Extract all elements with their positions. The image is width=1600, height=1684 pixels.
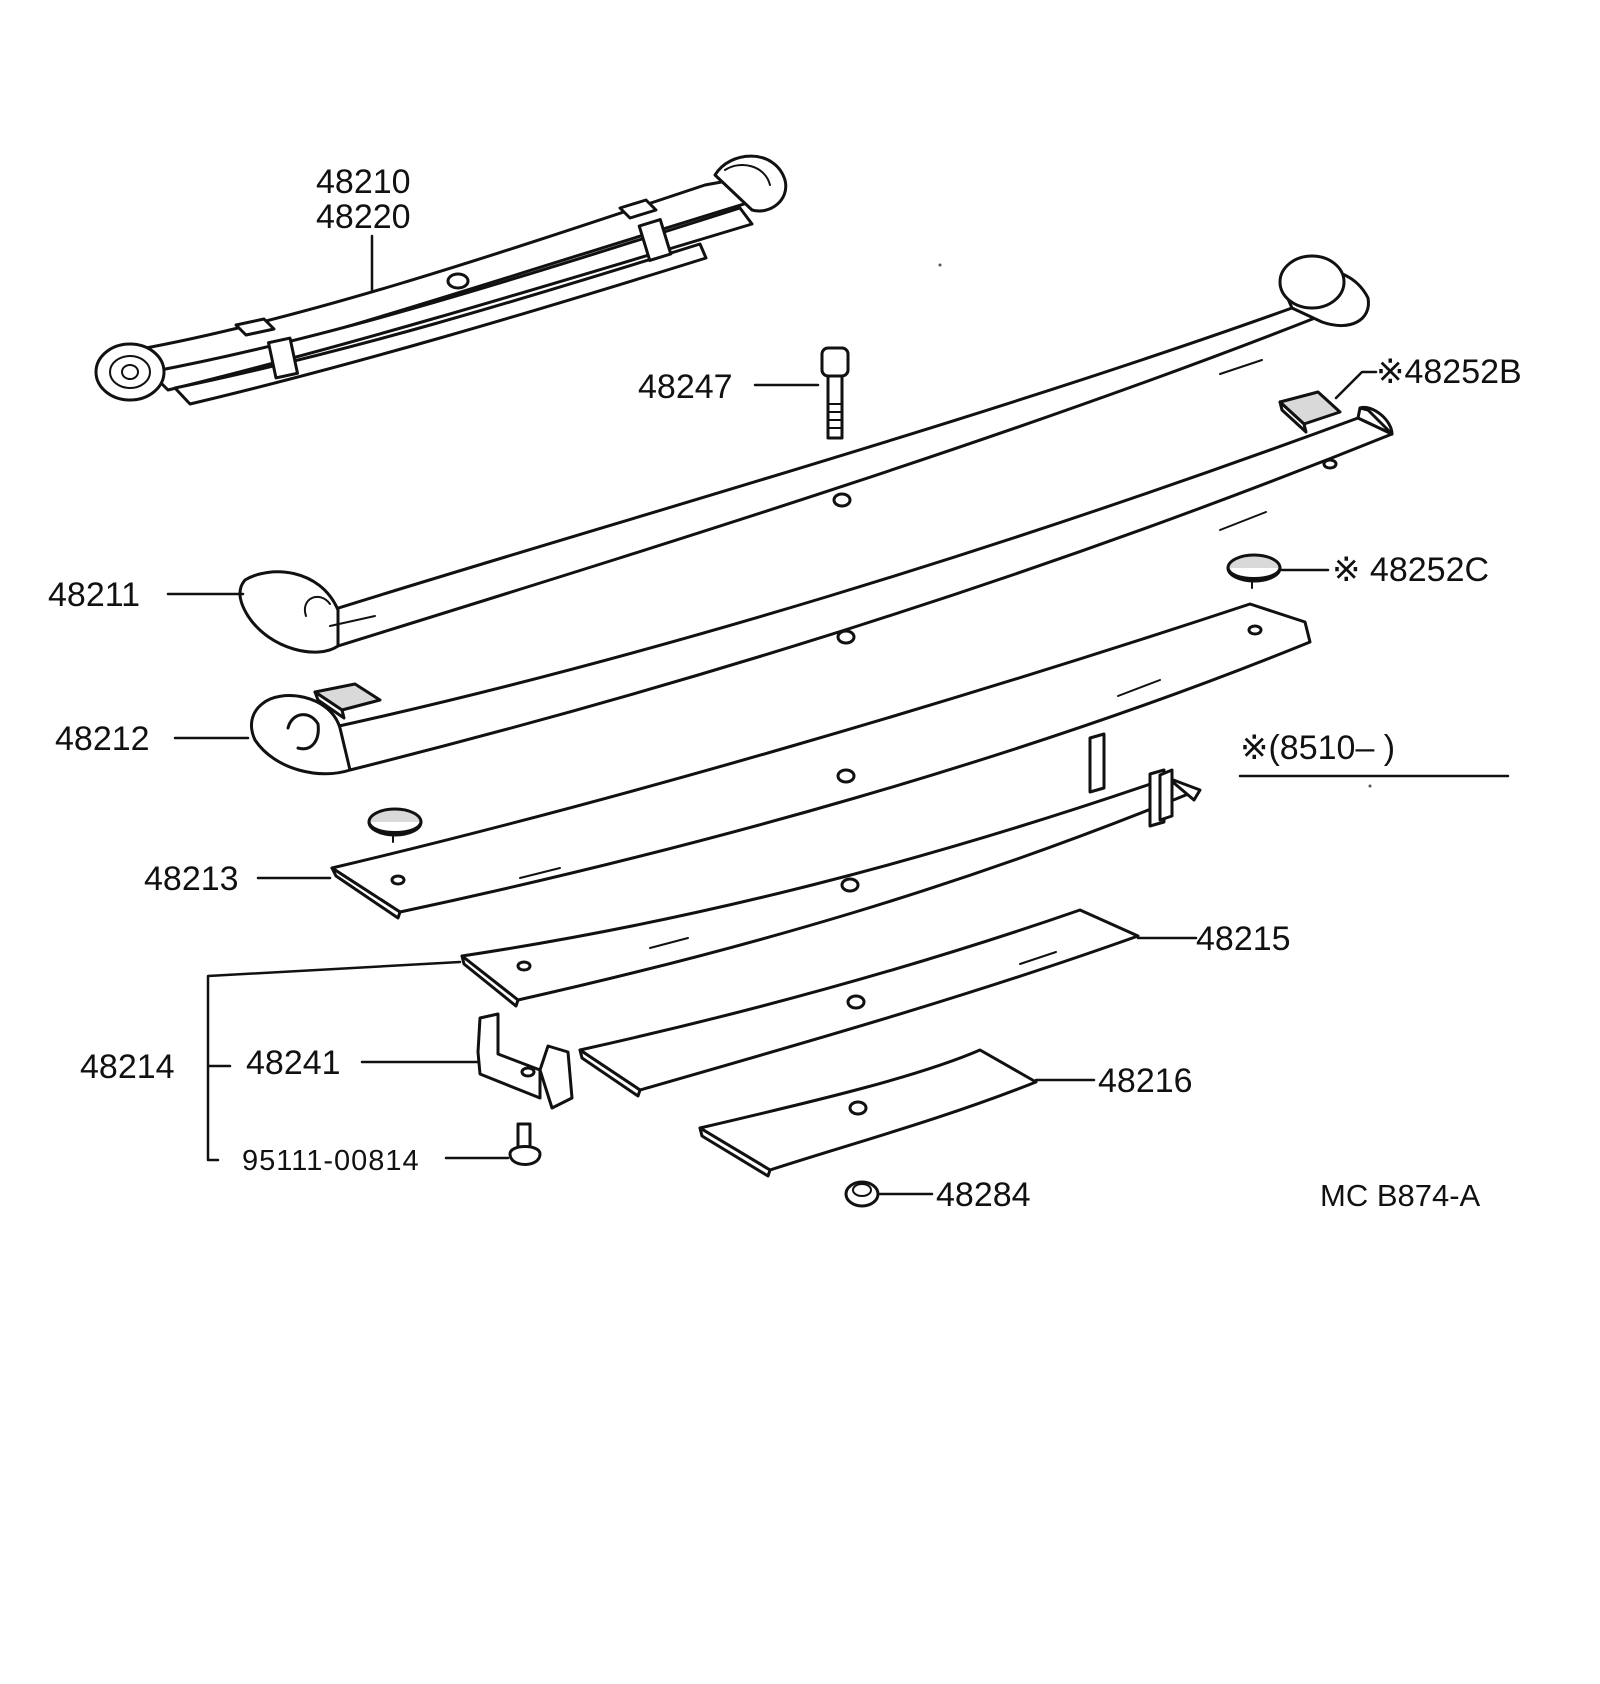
fifth-leaf-icon <box>578 908 1140 1098</box>
label-48211: 48211 <box>48 576 140 614</box>
label-95111-00814: 95111-00814 <box>242 1145 420 1177</box>
sixth-leaf-icon <box>698 1048 1038 1178</box>
bolt-icon <box>820 346 850 440</box>
leader-48252b <box>1334 370 1378 400</box>
label-48212: 48212 <box>55 720 150 758</box>
leaf-spring-assembly-icon <box>94 154 788 406</box>
nut-icon <box>844 1180 880 1208</box>
label-48210: 48210 <box>316 163 411 201</box>
label-48216: 48216 <box>1098 1062 1193 1100</box>
label-48247: 48247 <box>638 368 733 406</box>
label-48252c: ※ 48252C <box>1332 551 1489 589</box>
label-48284: 48284 <box>936 1176 1031 1214</box>
scan-dot <box>1368 784 1372 788</box>
label-48213: 48213 <box>144 860 239 898</box>
second-leaf-icon <box>250 405 1394 776</box>
cap-icon <box>367 807 423 843</box>
main-leaf-icon <box>238 254 1370 654</box>
note-label: ※(8510– ) <box>1240 729 1395 767</box>
clip-icon <box>476 1012 574 1110</box>
label-48220: 48220 <box>316 198 411 236</box>
label-48214: 48214 <box>80 1048 175 1086</box>
rivet-icon <box>508 1122 542 1166</box>
fourth-leaf-icon <box>460 732 1202 1008</box>
cap-icon <box>1226 553 1282 589</box>
scan-dot <box>938 263 942 267</box>
leader-48214 <box>206 960 462 1162</box>
label-48241: 48241 <box>246 1044 341 1082</box>
pad-icon <box>1278 390 1342 434</box>
label-48252b: ※48252B <box>1376 353 1522 391</box>
diagram-code: MC B874-A <box>1320 1178 1481 1213</box>
label-48215: 48215 <box>1196 920 1291 958</box>
third-leaf-icon <box>330 602 1312 920</box>
